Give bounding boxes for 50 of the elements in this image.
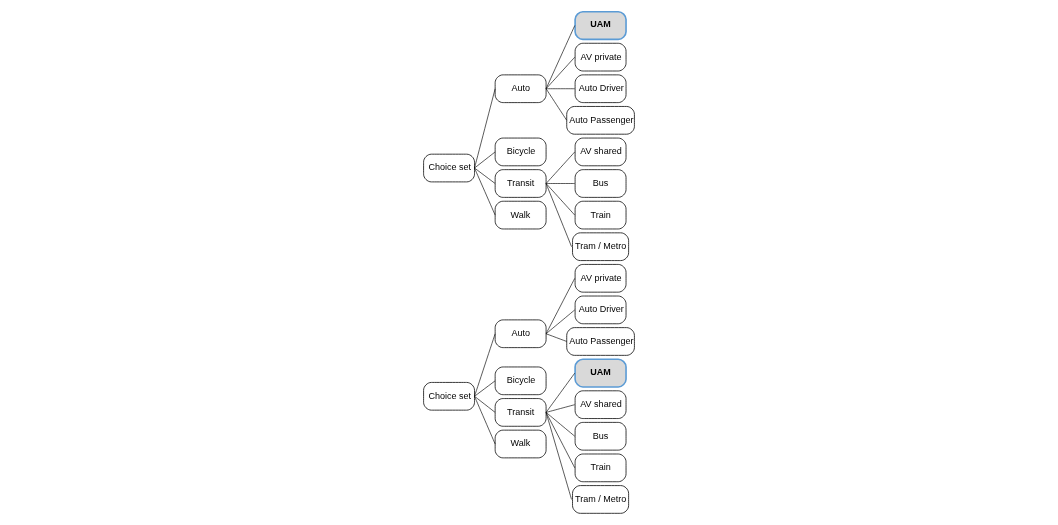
connector (545, 88, 576, 90)
node-box: Auto Passenger (566, 327, 635, 356)
connector (545, 412, 576, 469)
connector (545, 56, 576, 90)
connector (545, 412, 576, 437)
connector (545, 25, 576, 90)
connector (545, 309, 576, 335)
node-box: Train (574, 200, 627, 230)
node-box: Bus (574, 169, 627, 198)
connector (474, 167, 496, 216)
node-box: Auto (494, 319, 547, 348)
connector (545, 372, 576, 413)
connector (545, 151, 576, 184)
connector (545, 404, 576, 413)
connector (545, 183, 572, 247)
connector (545, 412, 572, 500)
node-box: AV private (574, 42, 627, 72)
connector (474, 151, 496, 169)
node-box: AV shared (574, 390, 627, 419)
node-box: AV private (574, 264, 627, 293)
connector (545, 183, 576, 184)
node-box: Auto Driver (574, 295, 627, 325)
node-box: UAM (574, 358, 627, 388)
node-box: Auto (494, 74, 547, 103)
connector (474, 333, 496, 397)
node-box: Transit (494, 398, 547, 427)
node-box: Choice set (423, 382, 475, 411)
node-box: AV shared (574, 137, 627, 167)
connector (474, 380, 496, 397)
node-box: Bicycle (494, 366, 547, 396)
connector (545, 333, 568, 342)
connector (545, 183, 576, 216)
connector (474, 88, 496, 169)
connector (545, 88, 568, 121)
connector (474, 395, 496, 413)
connector (545, 278, 576, 335)
node-box: Bicycle (494, 137, 547, 167)
node-box: Bus (574, 422, 627, 451)
connector (474, 167, 496, 184)
node-box: Auto Passenger (566, 106, 635, 135)
node-box: Train (574, 453, 627, 483)
node-box: UAM (574, 10, 627, 41)
node-box: Tram / Metro (572, 232, 629, 261)
connector (474, 395, 496, 445)
node-box: Transit (494, 169, 547, 198)
node-box: Walk (494, 429, 547, 459)
node-box: Tram / Metro (572, 485, 629, 514)
node-box: Walk (494, 200, 547, 230)
node-box: Auto Driver (574, 74, 627, 103)
node-box: Choice set (423, 153, 475, 183)
